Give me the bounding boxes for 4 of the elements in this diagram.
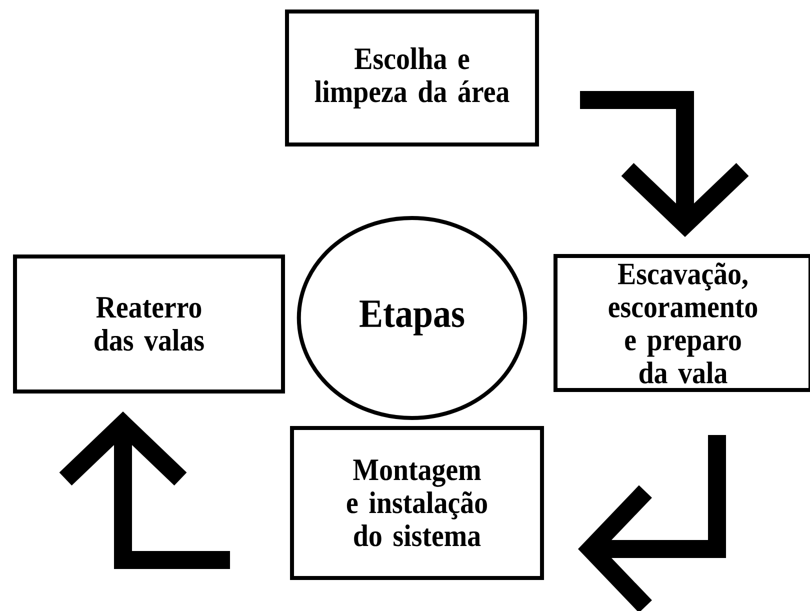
step-box: Reaterro das valas	[13, 254, 285, 394]
step-box: Escavação, escoramento e preparo da vala	[554, 254, 810, 392]
step-box: Escolha e limpeza da área	[285, 10, 539, 146]
step-box: Montagem e instalação do sistema	[290, 426, 544, 580]
